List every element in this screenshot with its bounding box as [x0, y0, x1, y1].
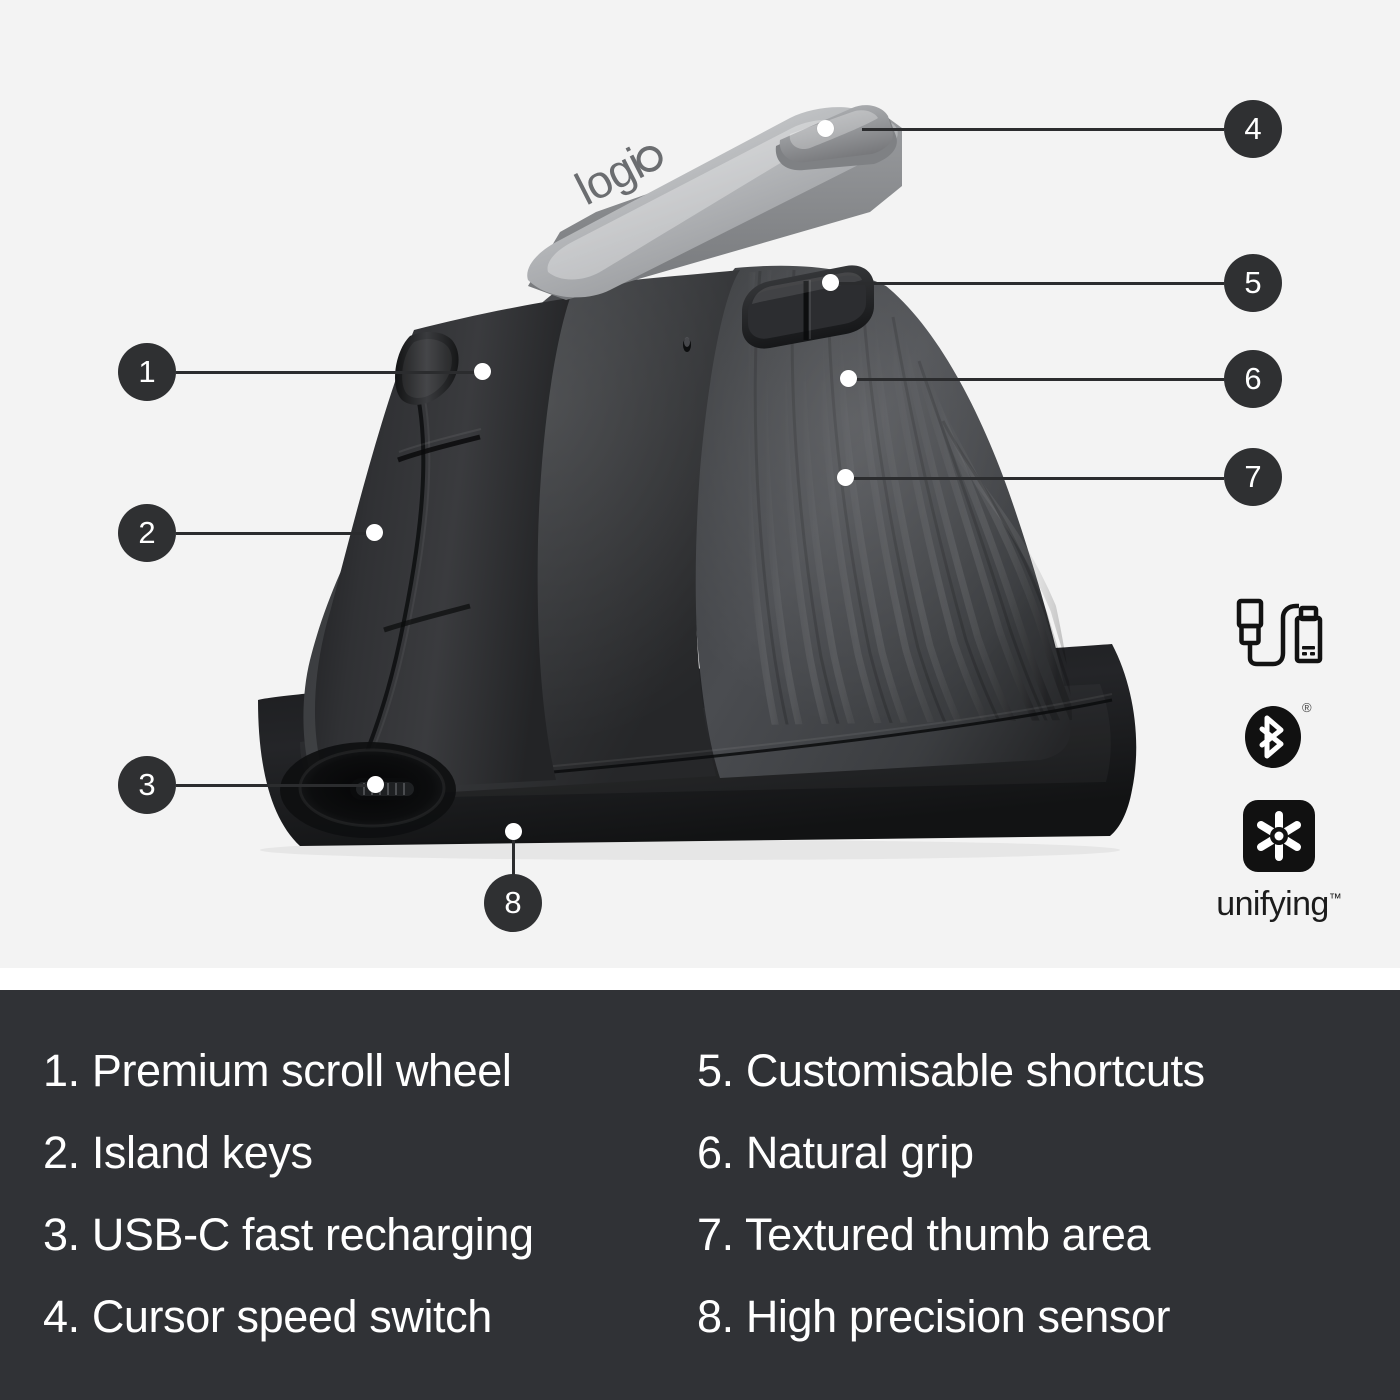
- leader-line-3: [176, 784, 375, 787]
- usb-c-port: [280, 742, 456, 838]
- legend-grid: 1. Premium scroll wheel 5. Customisable …: [0, 1030, 1400, 1358]
- callout-badge-2[interactable]: 2: [118, 504, 176, 562]
- usb-c-to-usb-a-cable-icon: [1233, 596, 1325, 673]
- legend-item-3: 3. USB-C fast recharging: [43, 1209, 534, 1260]
- product-image-area: logi: [0, 0, 1400, 968]
- leader-line-4: [862, 128, 1224, 131]
- callout-badge-6[interactable]: 6: [1224, 350, 1282, 408]
- led-indicator: [683, 337, 691, 352]
- connectivity-icon-column: ® unifying™: [1214, 596, 1344, 921]
- logitech-unifying-icon: [1243, 800, 1315, 877]
- leader-dot-1: [474, 363, 491, 380]
- legend-item-5: 5. Customisable shortcuts: [697, 1045, 1205, 1096]
- bluetooth-icon: ®: [1240, 699, 1318, 774]
- callout-badge-1[interactable]: 1: [118, 343, 176, 401]
- leader-dot-7: [837, 469, 854, 486]
- callout-badge-4[interactable]: 4: [1224, 100, 1282, 158]
- leader-dot-3: [367, 776, 384, 793]
- leader-dot-2: [366, 524, 383, 541]
- leader-line-1: [176, 371, 481, 374]
- legend-item-7: 7. Textured thumb area: [697, 1209, 1151, 1260]
- unifying-wordmark: unifying™: [1216, 887, 1341, 921]
- legend-item-2: 2. Island keys: [43, 1127, 313, 1178]
- leader-dot-5: [822, 274, 839, 291]
- cursor-speed-button: [775, 105, 897, 171]
- unifying-wordmark-text: unifying: [1216, 885, 1329, 923]
- leader-dot-6: [840, 370, 857, 387]
- callout-badge-5[interactable]: 5: [1224, 254, 1282, 312]
- leader-line-7: [848, 477, 1224, 480]
- legend-item-4: 4. Cursor speed switch: [43, 1291, 492, 1342]
- leader-dot-8: [505, 823, 522, 840]
- leader-line-5: [830, 282, 1224, 285]
- leader-line-8: [512, 830, 515, 878]
- callout-badge-3[interactable]: 3: [118, 756, 176, 814]
- leader-line-6: [851, 378, 1224, 381]
- callout-badge-7[interactable]: 7: [1224, 448, 1282, 506]
- unifying-trademark-symbol: ™: [1328, 890, 1342, 906]
- leader-line-2: [176, 532, 374, 535]
- leader-dot-4: [817, 120, 834, 137]
- svg-text:®: ®: [1302, 700, 1312, 715]
- callout-badge-8[interactable]: 8: [484, 874, 542, 932]
- legend-item-6: 6. Natural grip: [697, 1127, 974, 1178]
- feature-legend-panel: 1. Premium scroll wheel 5. Customisable …: [0, 990, 1400, 1400]
- vertical-mouse-illustration: logi: [258, 105, 1137, 860]
- legend-item-1: 1. Premium scroll wheel: [43, 1045, 512, 1096]
- legend-item-8: 8. High precision sensor: [697, 1291, 1171, 1342]
